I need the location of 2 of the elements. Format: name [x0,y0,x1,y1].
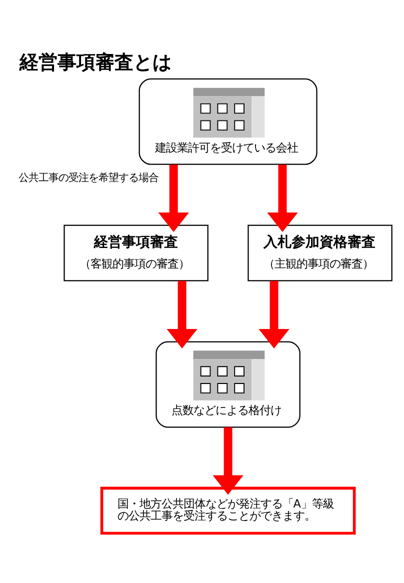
edge-label: 公共工事の受注を希望する場合 [18,172,159,184]
diagram-title: 経営事項審査とは [20,52,172,74]
